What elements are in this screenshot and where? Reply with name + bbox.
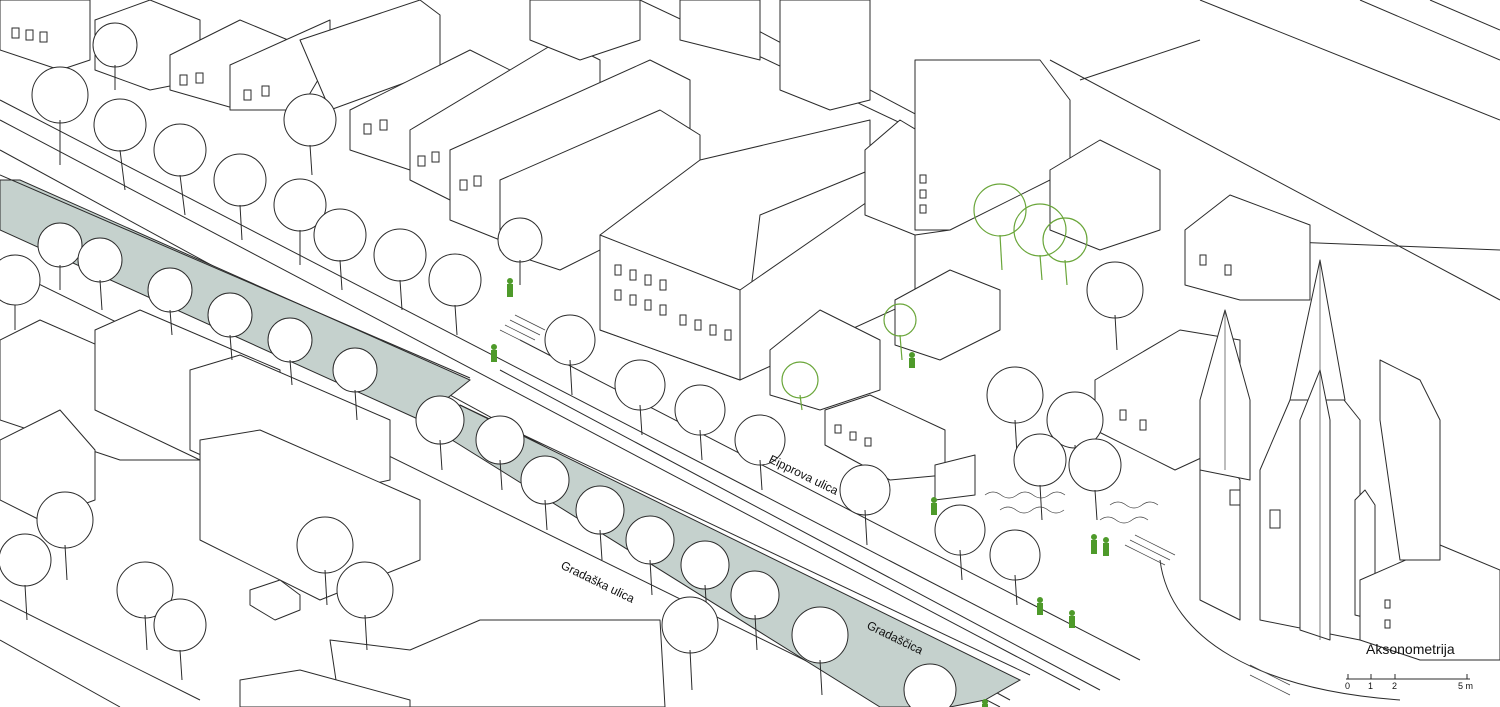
- tree: [791, 606, 849, 696]
- buildings-north-west: [0, 0, 871, 271]
- tree: [0, 254, 41, 330]
- tree: [989, 529, 1041, 606]
- person: [1069, 610, 1075, 628]
- tree: [575, 485, 625, 561]
- tree: [986, 366, 1044, 456]
- person: [507, 278, 513, 297]
- tree: [296, 516, 354, 606]
- buildings-central: [599, 59, 1311, 501]
- scale-tick-5m: 5 m: [1458, 681, 1473, 691]
- tree: [116, 561, 174, 651]
- windows-row: [11, 27, 482, 191]
- tree: [336, 561, 394, 651]
- person: [982, 699, 988, 707]
- buildings-south-west: [0, 309, 666, 707]
- shrub-texture: [984, 491, 1159, 524]
- label-eipprova-ulica: Eipprova ulica: [767, 452, 841, 498]
- street-trees: [0, 22, 1144, 707]
- street-label-eipprova: Eipprova ulica: [767, 452, 841, 498]
- scale-tick-2: 2: [1392, 681, 1397, 691]
- tree: [153, 123, 207, 216]
- tree: [373, 228, 427, 311]
- person: [1091, 534, 1097, 554]
- tree: [734, 414, 786, 491]
- tree: [415, 395, 465, 471]
- label-gradaska-ulica: Gradaška ulica: [559, 558, 637, 606]
- tree: [934, 504, 986, 581]
- tree: [77, 237, 123, 311]
- tree: [475, 415, 525, 491]
- tree: [428, 253, 482, 336]
- tree: [730, 570, 780, 651]
- tree: [267, 317, 313, 386]
- tree: [1068, 438, 1122, 521]
- street-label-gradaska: Gradaška ulica: [559, 558, 637, 606]
- tree: [544, 314, 596, 396]
- tree-green: [883, 303, 917, 361]
- tree: [31, 66, 89, 165]
- crosswalks: [499, 314, 1291, 696]
- tree: [273, 178, 327, 265]
- scale-tick-0: 0: [1345, 681, 1350, 691]
- tree: [36, 491, 94, 581]
- tree: [497, 217, 543, 285]
- proposed-green-trees: [781, 183, 1088, 411]
- tree: [332, 347, 378, 421]
- tree: [0, 533, 52, 621]
- tree: [614, 359, 666, 436]
- tree: [625, 515, 675, 596]
- tree: [207, 292, 253, 361]
- tree-green: [781, 361, 819, 411]
- tree: [674, 384, 726, 461]
- tree-green: [973, 183, 1027, 271]
- central-windows: [614, 174, 1232, 447]
- tree: [37, 222, 83, 290]
- tree-green: [1042, 217, 1088, 286]
- tree: [839, 464, 891, 546]
- legend: Aksonometrija 0 1 2 5 m: [1345, 641, 1473, 691]
- legend-title: Aksonometrija: [1366, 641, 1455, 657]
- tree: [213, 153, 267, 241]
- people: [491, 278, 1109, 707]
- church: [1199, 259, 1500, 661]
- tree: [903, 663, 957, 707]
- tree-green: [1013, 203, 1067, 281]
- person: [909, 352, 915, 368]
- scale-tick-1: 1: [1368, 681, 1373, 691]
- tree: [147, 267, 193, 336]
- person: [1037, 597, 1043, 615]
- tree: [1013, 433, 1067, 521]
- tree: [661, 596, 719, 691]
- person: [491, 344, 497, 362]
- tree: [283, 93, 337, 176]
- person: [931, 497, 937, 515]
- tree: [92, 22, 138, 90]
- tree: [1086, 261, 1144, 351]
- tree: [153, 598, 207, 681]
- tree: [93, 98, 147, 191]
- tree: [313, 208, 367, 291]
- person: [1103, 537, 1109, 556]
- tree: [520, 455, 570, 531]
